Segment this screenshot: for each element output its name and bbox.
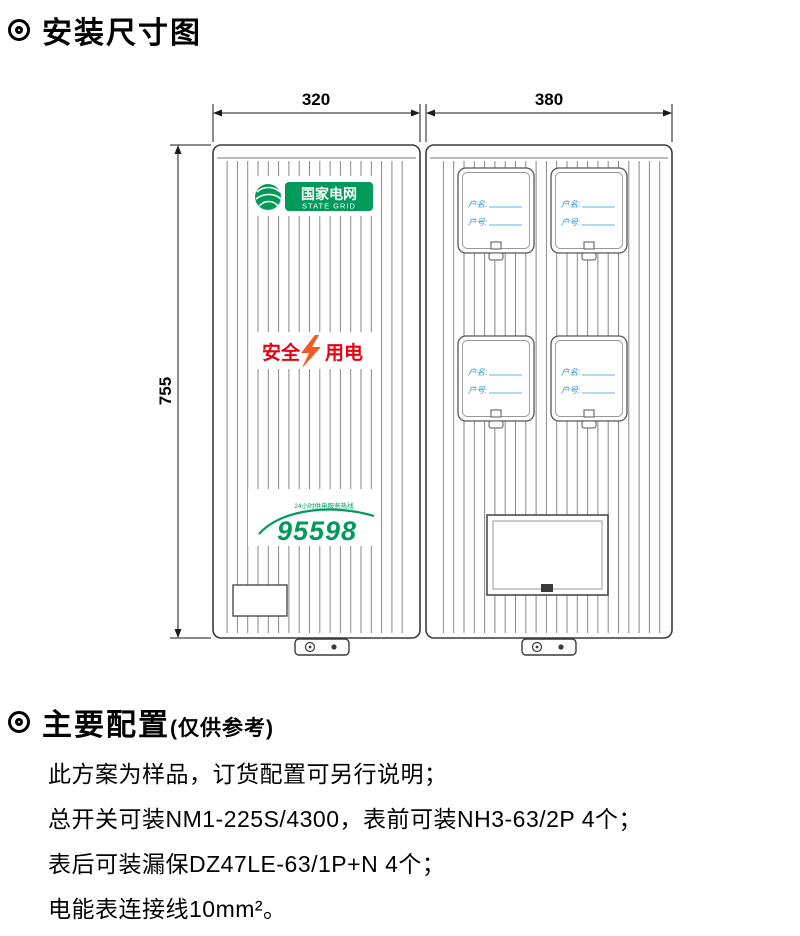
meter-name-label: 户名:	[468, 367, 488, 377]
state-grid-badge	[285, 182, 373, 211]
config-line-4: 电能表连接线10mm²。	[48, 896, 287, 922]
config-line-1: 此方案为样品，订货配置可另行说明；	[48, 761, 448, 787]
meter-name-label: 户名:	[561, 367, 581, 377]
install-diagram-header: 安装尺寸图	[8, 8, 202, 52]
dim-label-755: 755	[156, 377, 175, 405]
meter-id-label: 户号:	[561, 217, 581, 227]
dimension-arrows	[174, 109, 672, 638]
brand-name-cn: 国家电网	[301, 186, 357, 202]
left-cabinet-bottom-panel	[232, 584, 288, 617]
mounting-bracket-right	[521, 638, 577, 656]
meter-window-3: 户名: 户号:	[457, 335, 535, 429]
left-cabinet: 国家电网 STATE GRID 安全 用电 24小时供电服务热线 95598	[212, 144, 421, 639]
meter-window-4: 户名: 户号:	[550, 335, 628, 429]
mounting-bracket-left	[294, 638, 350, 656]
page-title: 安装尺寸图	[42, 17, 202, 50]
config-title: 主要配置	[42, 709, 170, 742]
meter-window-2: 户名: 户号:	[550, 167, 628, 261]
hotline-number: 95598	[277, 516, 357, 546]
left-cabinet-ribs	[222, 161, 412, 633]
meter-window-1: 户名: 户号:	[457, 167, 535, 261]
right-cabinet: 户名: 户号: 户名: 户号: 户名: 户号:	[425, 144, 673, 639]
brand-name-en: STATE GRID	[302, 202, 356, 211]
dimension-diagram: 320 380 755 国家电网 STATE GRID 安全 用电 24小时供电…	[156, 90, 673, 656]
dim-label-380: 380	[535, 90, 563, 109]
meter-name-label: 户名:	[468, 199, 488, 209]
slogan-right-text: 用电	[325, 341, 363, 364]
state-grid-logo-icon	[255, 184, 282, 210]
meter-name-label: 户名:	[561, 199, 581, 209]
meter-id-label: 户号:	[468, 385, 488, 395]
dimension-lines	[170, 104, 673, 639]
slogan-left-text: 安全	[262, 341, 301, 364]
bullseye-inner-icon	[15, 718, 23, 726]
config-lines: 此方案为样品，订货配置可另行说明； 总开关可装NM1-225S/4300，表前可…	[48, 752, 792, 932]
config-header: 主要配置 (仅供参考)	[8, 700, 274, 744]
hotline-swoosh-icon	[258, 508, 375, 535]
breaker-door	[486, 514, 609, 596]
meter-id-label: 户号:	[468, 217, 488, 227]
bullseye-icon	[8, 711, 30, 733]
config-title-note: (仅供参考)	[170, 717, 274, 740]
bullseye-icon	[8, 19, 30, 41]
door-latch	[541, 584, 553, 592]
config-title-wrap: 主要配置 (仅供参考)	[42, 700, 274, 744]
bullseye-inner-icon	[15, 26, 23, 34]
config-line-3: 表后可装漏保DZ47LE-63/1P+N 4个；	[48, 851, 446, 877]
dim-label-320: 320	[302, 90, 330, 109]
hotline-tagline: 24小时供电服务热线	[294, 501, 354, 510]
meter-id-label: 户号:	[561, 385, 581, 395]
lightning-icon	[301, 335, 321, 368]
config-line-2: 总开关可装NM1-225S/4300，表前可装NH3-63/2P 4个；	[48, 806, 643, 832]
